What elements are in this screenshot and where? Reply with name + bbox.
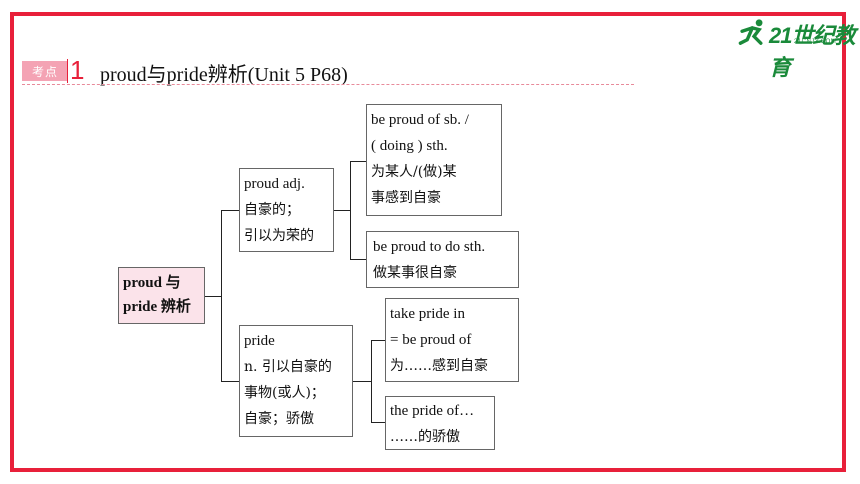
connector-to-pride-leaf-1 (371, 340, 385, 341)
pride-node-line-1: pride (244, 333, 275, 349)
connector-to-proud (221, 210, 239, 211)
proud-leaf-1: be proud of sb. / ( doing ) sth. 为某人/(做)… (366, 104, 502, 216)
connector-to-proud-leaf-2 (350, 259, 366, 260)
badge-separator (67, 59, 68, 83)
root-node-line-1: proud 与 (123, 275, 181, 291)
pride-leaf-2: the pride of… ……的骄傲 (385, 396, 495, 450)
connector-root-vertical (221, 210, 222, 382)
pride-node-line-4: 自豪；骄傲 (244, 411, 314, 427)
proud-leaf-2-line-2: 做某事很自豪 (373, 265, 457, 281)
pride-leaf-2-line-2: ……的骄傲 (390, 429, 460, 445)
pride-leaf-1-line-2: = be proud of (390, 332, 472, 348)
kaodian-badge: 考点 (22, 61, 68, 81)
proud-node: proud adj. 自豪的； 引以为荣的 (239, 168, 334, 252)
pride-leaf-1: take pride in = be proud of 为……感到自豪 (385, 298, 519, 382)
section-number: 1 (70, 55, 85, 85)
pride-leaf-2-line-1: the pride of… (390, 403, 475, 419)
proud-leaf-2: be proud to do sth. 做某事很自豪 (366, 231, 519, 288)
root-node: proud 与 pride 辨析 (118, 267, 205, 324)
brand-logo-text: 21世纪教育 (769, 23, 855, 80)
connector-proud-vertical (350, 161, 351, 260)
proud-node-line-3: 引以为荣的 (244, 228, 314, 244)
heading-underline (22, 84, 634, 85)
connector-root-out (205, 296, 222, 297)
section-heading: 考点 1 proud与pride辨析(Unit 5 P68) (22, 55, 642, 87)
proud-leaf-1-line-1: be proud of sb. / (371, 112, 469, 128)
connector-to-proud-leaf-1 (350, 161, 366, 162)
connector-to-pride (221, 381, 239, 382)
pride-node-line-2: n. 引以自豪的 (244, 359, 332, 375)
connector-to-pride-leaf-2 (371, 422, 385, 423)
proud-leaf-2-line-1: be proud to do sth. (373, 239, 486, 255)
connector-proud-out (333, 210, 351, 211)
brand-logo-subtext: 21CNJY.COM (794, 39, 837, 45)
connector-pride-vertical (371, 340, 372, 423)
proud-leaf-1-line-3: 为某人/(做)某 (371, 164, 457, 180)
proud-leaf-1-line-2: ( doing ) sth. (371, 138, 448, 154)
proud-leaf-1-line-4: 事感到自豪 (371, 190, 441, 206)
root-node-line-2: pride 辨析 (123, 299, 191, 315)
pride-node-line-3: 事物(或人)； (244, 385, 325, 401)
page-title: proud与pride辨析(Unit 5 P68) (100, 64, 348, 86)
pride-leaf-1-line-1: take pride in (390, 306, 465, 322)
pride-node: pride n. 引以自豪的 事物(或人)； 自豪；骄傲 (239, 325, 353, 437)
proud-node-line-1: proud adj. (244, 176, 305, 192)
runner-logo-icon (738, 19, 763, 45)
slide-frame (10, 12, 846, 472)
connector-pride-out (352, 381, 372, 382)
pride-leaf-1-line-3: 为……感到自豪 (390, 358, 488, 374)
proud-node-line-2: 自豪的； (244, 202, 300, 218)
